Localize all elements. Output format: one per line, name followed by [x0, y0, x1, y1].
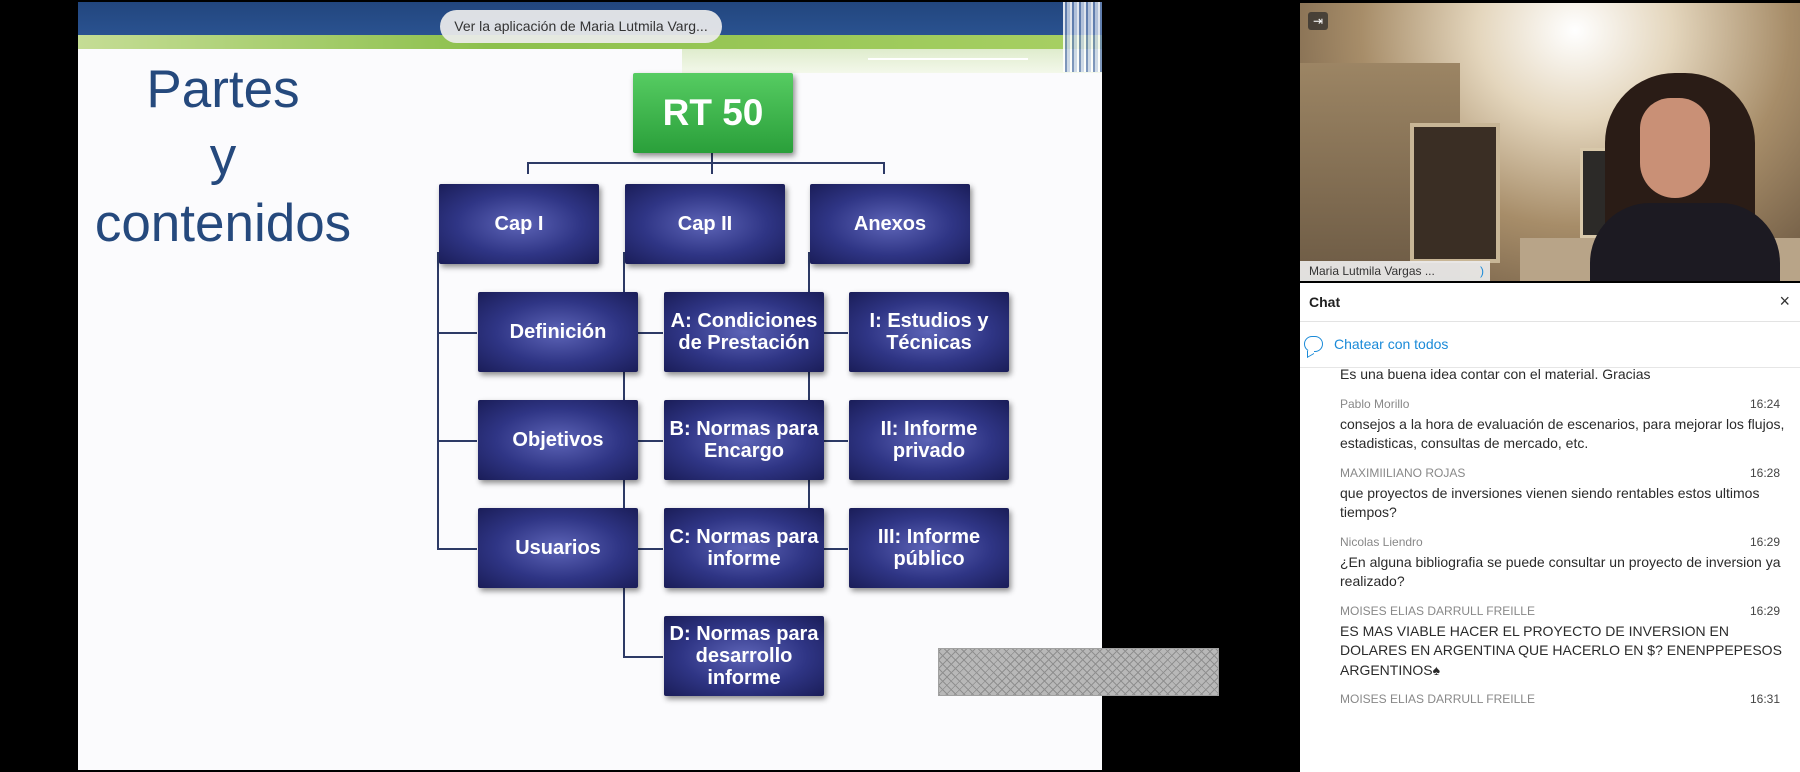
org-connector — [437, 332, 477, 334]
chat-sender-name: MAXIMIILIANO ROJAS — [1340, 465, 1466, 480]
org-connector — [437, 440, 477, 442]
video-person — [1590, 203, 1780, 281]
chat-message-time: 16:24 — [1749, 396, 1780, 411]
org-connector — [437, 548, 477, 550]
chat-message: Pablo Morillo 16:24 consejos a la hora d… — [1300, 394, 1800, 463]
slide-decoration-stripes — [1063, 2, 1102, 72]
chat-message: Nicolas Liendro 16:29 ¿En alguna bibliog… — [1300, 532, 1800, 601]
presentation-slide: Partes y contenidos RT 50 Cap I Cap II A… — [78, 2, 1102, 770]
chat-message-sender: MAXIMIILIANO ROJAS 16:28 — [1340, 463, 1790, 484]
chat-title: Chat — [1309, 294, 1341, 310]
org-connector — [808, 548, 848, 550]
org-node-item: A: Condiciones de Prestación — [664, 292, 824, 372]
video-background — [1410, 123, 1500, 263]
chat-panel: Chat × Chatear con todos Es una buena id… — [1300, 283, 1800, 772]
chat-message-text: ¿En alguna bibliografia se puede consult… — [1340, 553, 1781, 590]
slide-decoration-line — [868, 58, 1028, 60]
video-person — [1640, 98, 1710, 198]
slide-title-line: y — [209, 127, 237, 186]
audio-indicator-icon: ) — [1480, 264, 1484, 278]
chat-sender-name: Nicolas Liendro — [1340, 534, 1423, 549]
chat-sender-name: MOISES ELIAS DARRULL FREILLE — [1340, 692, 1535, 706]
org-node-chapter: Anexos — [810, 184, 970, 264]
close-icon[interactable]: × — [1779, 291, 1790, 311]
chat-message-time: 16:31 — [1749, 692, 1780, 706]
shared-screen: Partes y contenidos RT 50 Cap I Cap II A… — [78, 2, 1102, 770]
participant-name: Maria Lutmila Vargas ... — [1309, 264, 1435, 278]
chat-message-text: Es una buena idea contar con el material… — [1340, 366, 1651, 382]
chat-message-list[interactable]: Es una buena idea contar con el material… — [1300, 366, 1800, 710]
slide-title-line: Partes — [146, 60, 300, 119]
org-connector — [711, 162, 713, 174]
org-connector — [527, 162, 884, 164]
org-node-root: RT 50 — [633, 73, 793, 153]
chat-sender-name: MOISES ELIAS DARRULL FREILLE — [1340, 603, 1535, 618]
chat-message-sender: MOISES ELIAS DARRULL FREILLE 16:29 — [1340, 601, 1790, 622]
org-node-chapter: Cap I — [439, 184, 599, 264]
chat-message-text: que proyectos de inversiones vienen sien… — [1340, 484, 1760, 521]
slide-title: Partes y contenidos — [78, 56, 368, 257]
org-connector — [808, 440, 848, 442]
chat-message: MAXIMIILIANO ROJAS 16:28 que proyectos d… — [1300, 463, 1800, 532]
org-node-item: C: Normas para informe — [664, 508, 824, 588]
org-connector — [623, 656, 663, 658]
chat-message-time: 16:29 — [1749, 603, 1780, 618]
chat-message-text: ES MAS VIABLE HACER EL PROYECTO DE INVER… — [1340, 622, 1782, 678]
org-node-item: I: Estudios y Técnicas — [849, 292, 1009, 372]
view-application-button[interactable]: Ver la aplicación de Maria Lutmila Varg.… — [440, 10, 722, 43]
org-connector — [623, 548, 663, 550]
chat-sender-name: Pablo Morillo — [1340, 396, 1410, 411]
chat-recipient-label: Chatear con todos — [1334, 336, 1449, 352]
slide-title-line: contenidos — [94, 194, 352, 253]
org-node-chapter: Cap II — [625, 184, 785, 264]
chat-recipient-selector[interactable]: Chatear con todos — [1300, 322, 1800, 368]
chat-header: Chat × — [1300, 283, 1800, 322]
chat-message-sender: Nicolas Liendro 16:29 — [1340, 532, 1790, 553]
org-connector — [883, 162, 885, 174]
chat-message-sender: MOISES ELIAS DARRULL FREILLE 16:31 — [1340, 689, 1790, 710]
chat-bubble-icon — [1304, 336, 1323, 352]
chat-message-time: 16:29 — [1749, 534, 1780, 549]
org-connector — [527, 162, 529, 174]
org-node-item: Definición — [478, 292, 638, 372]
org-connector — [623, 332, 663, 334]
participant-name-tag: Maria Lutmila Vargas ... ) — [1300, 261, 1490, 281]
slide-accent-light — [682, 49, 1102, 73]
chat-message-text: consejos a la hora de evaluación de esce… — [1340, 415, 1785, 452]
chat-message: MOISES ELIAS DARRULL FREILLE 16:31 — [1300, 689, 1800, 710]
org-connector — [437, 252, 439, 549]
org-connector — [808, 332, 848, 334]
org-node-item: Objetivos — [478, 400, 638, 480]
redacted-overlay — [938, 648, 1219, 696]
org-node-item: II: Informe privado — [849, 400, 1009, 480]
expand-icon[interactable]: ⇥ — [1308, 12, 1328, 30]
org-node-item: D: Normas para desarrollo informe — [664, 616, 824, 696]
chat-message-sender: Pablo Morillo 16:24 — [1340, 394, 1790, 415]
chat-message-time: 16:28 — [1749, 465, 1780, 480]
chat-message: MOISES ELIAS DARRULL FREILLE 16:29 ES MA… — [1300, 601, 1800, 690]
org-node-item: Usuarios — [478, 508, 638, 588]
org-node-item: III: Informe público — [849, 508, 1009, 588]
chat-message: Es una buena idea contar con el material… — [1300, 365, 1800, 394]
participant-video — [1300, 3, 1800, 281]
org-connector — [623, 440, 663, 442]
org-node-item: B: Normas para Encargo — [664, 400, 824, 480]
